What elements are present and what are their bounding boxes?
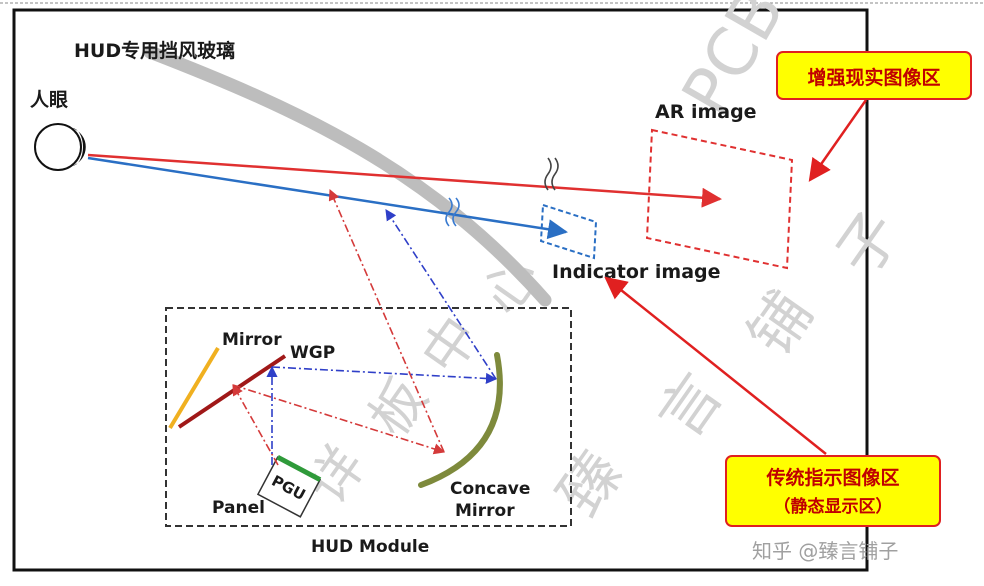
- panel-label: Panel: [212, 498, 265, 518]
- eye-label: 人眼: [30, 89, 68, 111]
- indicator-image-zone: [539, 203, 598, 260]
- callout-indicator-arrow: [604, 276, 827, 455]
- break-symbol-red: [544, 157, 559, 191]
- indicator-image-label: Indicator image: [552, 261, 721, 283]
- ar-image-zone: [645, 128, 794, 270]
- callout-indicator-text-2: （静态显示区）: [774, 496, 893, 517]
- callout-indicator-text-1: 传统指示图像区: [765, 466, 899, 489]
- footer-watermark: 知乎 @臻言铺子: [752, 539, 898, 563]
- callout-ar-zone: 增强现实图像区: [776, 51, 972, 182]
- wgp-label: WGP: [290, 343, 335, 363]
- indicator-light-path: [87, 156, 568, 240]
- windshield-glass: [143, 45, 552, 307]
- break-symbol-blue: [445, 197, 460, 227]
- windshield-label: HUD专用挡风玻璃: [74, 39, 235, 62]
- mirror-label: Mirror: [222, 330, 282, 350]
- callout-indicator-zone: 传统指示图像区 （静态显示区）: [604, 276, 941, 527]
- callout-ar-arrow: [808, 99, 868, 182]
- fold-mirror: [168, 346, 220, 430]
- pgu-unit: PGU: [256, 454, 322, 518]
- hud-module-box: [165, 307, 572, 527]
- optics-red-rays: [232, 188, 446, 466]
- hud-module-label: HUD Module: [311, 537, 429, 557]
- concave-label-2: Mirror: [455, 501, 515, 521]
- optics-blue-rays: [266, 209, 498, 465]
- concave-mirror: [418, 352, 503, 488]
- callout-ar-text: 增强现实图像区: [807, 66, 940, 89]
- eye-icon: [34, 123, 86, 171]
- ar-image-label: AR image: [655, 101, 757, 123]
- ar-light-path: [87, 153, 722, 208]
- concave-label-1: Concave: [450, 479, 530, 499]
